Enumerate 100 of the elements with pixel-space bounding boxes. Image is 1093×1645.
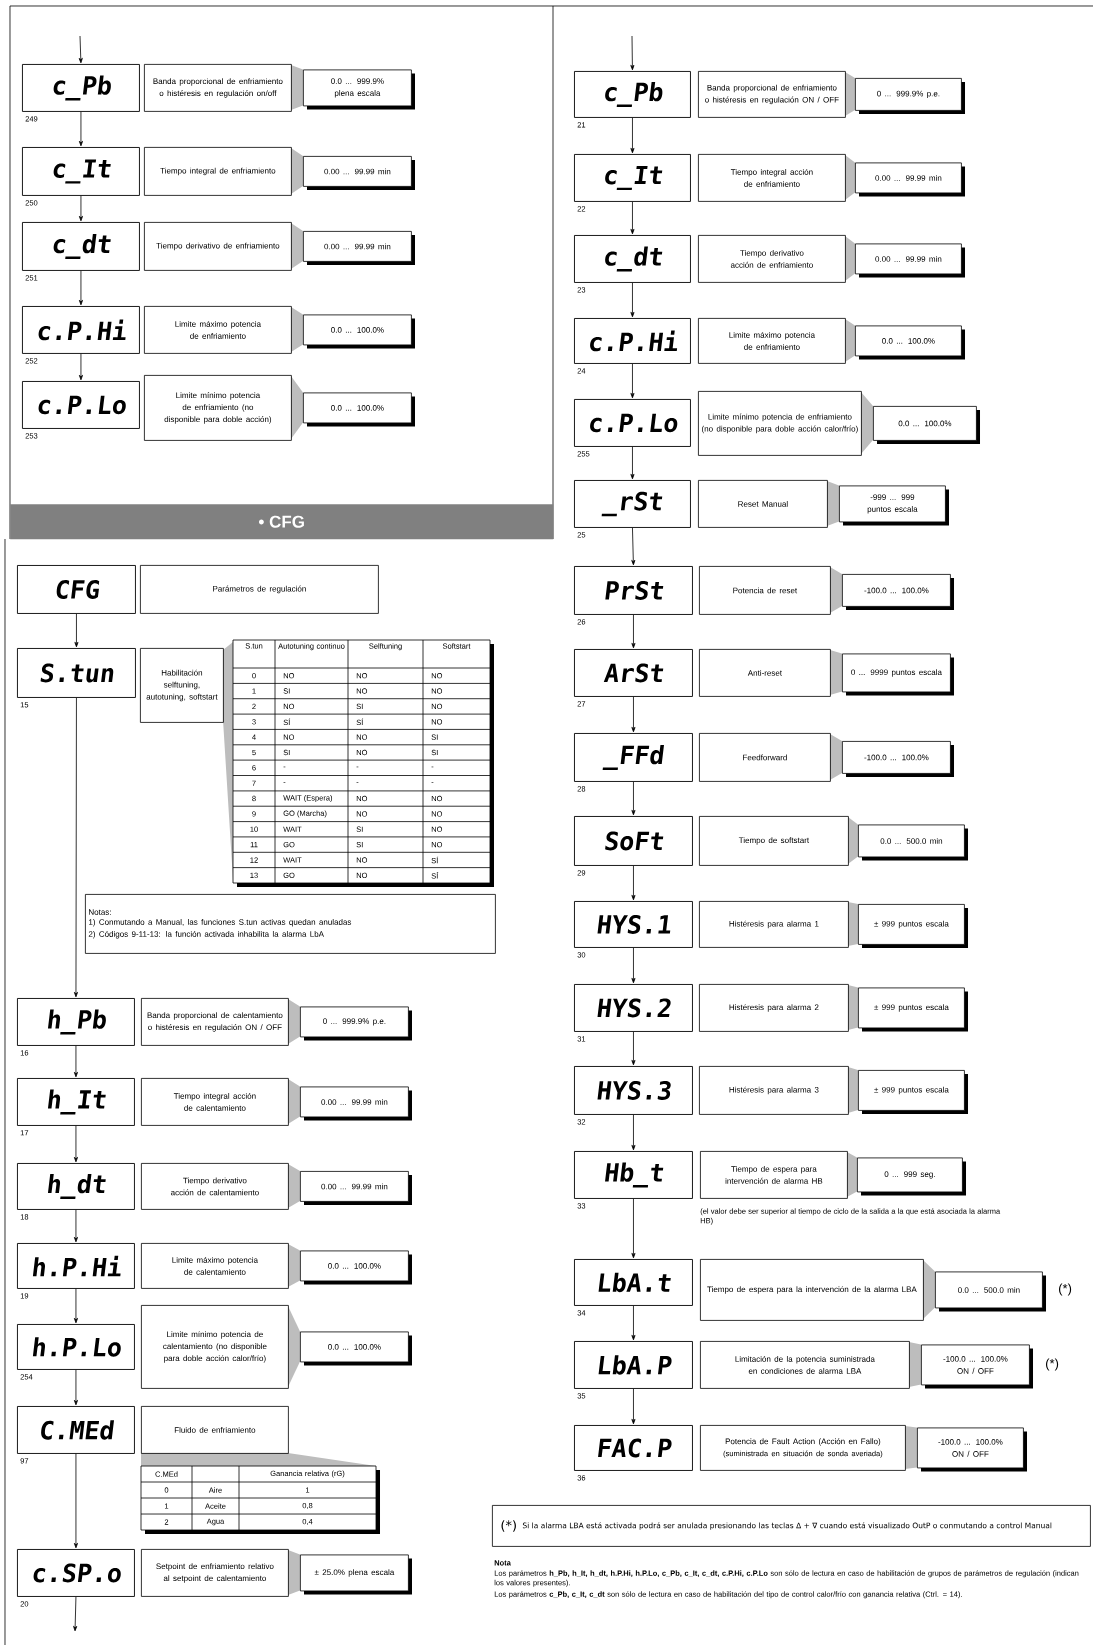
section-band: • CFG xyxy=(10,504,554,540)
display-box: c_dt xyxy=(22,222,140,271)
display-box: h_dt xyxy=(17,1163,135,1210)
arrow xyxy=(73,1596,78,1632)
arrow xyxy=(73,697,78,998)
arrow xyxy=(631,1031,636,1066)
description-box: Potencia de reset xyxy=(699,566,831,615)
note-box: Notas: 1) Conmutando a Manual, las funciones S.tun activas quedan anuladas 2) Códigos 9-11-13: la función activada inhabilita la alarma LbA xyxy=(85,894,496,954)
display-box: _rSt xyxy=(574,480,691,528)
description-box: Histéresis para alarma 1 xyxy=(699,901,849,948)
value-box: 0.0 ... 100.0% xyxy=(300,1250,412,1285)
arrow xyxy=(630,363,635,399)
description-box: Limite máximo potencia de enfriamiento xyxy=(698,318,846,364)
arrow xyxy=(631,1198,636,1259)
arrow xyxy=(631,1114,636,1151)
arrow xyxy=(73,1125,78,1163)
value-box: -100.0 ... 100.0% xyxy=(842,741,954,777)
description-box: Parámetros de regulación xyxy=(140,565,379,614)
arrow xyxy=(73,1209,78,1243)
arrow xyxy=(78,35,83,64)
arrow xyxy=(631,527,636,566)
description-box: Limite mínimo potencia de enfriamiento (no disponible para doble acción) xyxy=(144,375,292,441)
arrow xyxy=(631,781,636,816)
description-box: Tiempo de espera para intervención de alarma HB xyxy=(700,1151,848,1199)
value-box: 0.0 ... 500.0 min xyxy=(858,824,968,861)
value-box: -100.0 ... 100.0% xyxy=(842,574,954,610)
display-box: c.P.Hi xyxy=(574,318,691,364)
display-box: h.P.Lo xyxy=(17,1324,135,1370)
display-box: h_It xyxy=(17,1078,135,1126)
value-box: 0.0 ... 100.0% xyxy=(303,392,415,427)
description-box: Anti-reset xyxy=(699,649,831,697)
description-box: Limite máximo potencia de enfriamiento xyxy=(144,306,292,354)
description-box: Reset Manual xyxy=(698,480,828,528)
display-box: ArSt xyxy=(574,649,693,697)
display-box: CFG xyxy=(17,565,136,614)
arrow xyxy=(630,446,635,480)
footnote-mark: (*) xyxy=(1046,1358,1059,1371)
arrow xyxy=(630,35,635,71)
value-box: ± 25.0% plena escala xyxy=(300,1554,412,1595)
arrow xyxy=(631,865,636,901)
arrow xyxy=(630,282,635,318)
arrow xyxy=(78,270,83,306)
value-box: 0 ... 999.9% p.e. xyxy=(300,1006,412,1041)
value-box: 0.00 ... 99.99 min xyxy=(300,1086,412,1121)
display-box: FAC.P xyxy=(574,1425,693,1471)
value-box: ± 999 puntos escala xyxy=(858,904,968,948)
description-box: Tiempo integral acción de calentamiento xyxy=(141,1078,289,1126)
value-box: 0.0 ... 100.0% xyxy=(300,1331,412,1366)
value-box: 0.0 ... 500.0 min xyxy=(935,1271,1046,1312)
display-box: S.tun xyxy=(17,648,136,698)
description-box: Limite mínimo potencia de enfriamiento (no disponible para doble acción calor/frío) xyxy=(698,391,862,456)
description-box: Setpoint de enfriamiento relativo al setpoint de calentamiento xyxy=(141,1549,289,1597)
display-box: HYS.3 xyxy=(574,1066,693,1115)
arrow xyxy=(78,195,83,222)
description-box: Feedforward xyxy=(699,733,831,782)
display-box: c_It xyxy=(574,154,691,202)
description-box: Histéresis para alarma 3 xyxy=(699,1066,849,1115)
arrow xyxy=(73,1045,78,1078)
description-box: Histéresis para alarma 2 xyxy=(699,984,849,1032)
arrow xyxy=(74,613,79,648)
description-box: Fluido de enfriamiento xyxy=(141,1406,289,1454)
display-box: SoFt xyxy=(574,816,693,866)
display-box: c_dt xyxy=(574,235,691,283)
arrow xyxy=(631,1388,636,1425)
value-box: 0.0 ... 100.0% xyxy=(303,314,415,349)
value-box: -999 ... 999 puntos escala xyxy=(839,485,949,526)
value-box: -100.0 ... 100.0% ON / OFF xyxy=(917,1427,1027,1472)
footnote-mark: (*) xyxy=(1059,1283,1072,1296)
arrow xyxy=(73,1369,78,1406)
description-box: Limitación de la potencia suministrada en condiciones de alarma LBA xyxy=(700,1341,910,1389)
display-box: LbA.t xyxy=(574,1259,693,1306)
arrow xyxy=(78,353,83,381)
description-box: Banda proporcional de enfriamiento o histéresis en regulación on/off xyxy=(144,64,292,112)
value-box: ± 999 puntos escala xyxy=(858,987,968,1032)
value-box: 0 ... 999.9% p.e. xyxy=(855,78,965,114)
display-box: C.MEd xyxy=(17,1406,135,1454)
description-box: Tiempo de espera para la intervención de la alarma LBA xyxy=(700,1259,924,1321)
display-box: c_It xyxy=(22,147,140,196)
display-box: Hb_t xyxy=(574,1151,693,1199)
value-box: 0.00 ... 99.99 min xyxy=(855,243,965,278)
value-box: -100.0 ... 100.0% ON / OFF xyxy=(921,1344,1033,1389)
value-box: 0.0 ... 999.9% plena escala xyxy=(303,69,415,110)
arrow xyxy=(73,1288,78,1324)
display-box: c_Pb xyxy=(574,71,691,118)
arrow xyxy=(78,111,83,147)
description-box: Banda proporcional de calentamiento o histéresis en regulación ON / OFF xyxy=(141,998,289,1046)
arrow xyxy=(630,117,635,154)
value-box: 0 ... 9999 puntos escala xyxy=(842,653,954,696)
display-box: h.P.Hi xyxy=(17,1243,135,1289)
display-box: h_Pb xyxy=(17,998,135,1046)
display-box: c.P.Lo xyxy=(574,399,691,447)
description-box: Tiempo derivativo acción de calentamiento xyxy=(141,1163,289,1210)
arrow xyxy=(631,947,636,984)
arrow xyxy=(631,696,636,733)
value-box: 0.0 ... 100.0% xyxy=(873,406,980,444)
value-box: 0 ... 999 seg. xyxy=(857,1157,966,1196)
display-box: HYS.2 xyxy=(574,984,693,1032)
display-box: c.SP.o xyxy=(17,1549,135,1597)
arrow xyxy=(630,201,635,235)
arrow xyxy=(631,1305,636,1341)
